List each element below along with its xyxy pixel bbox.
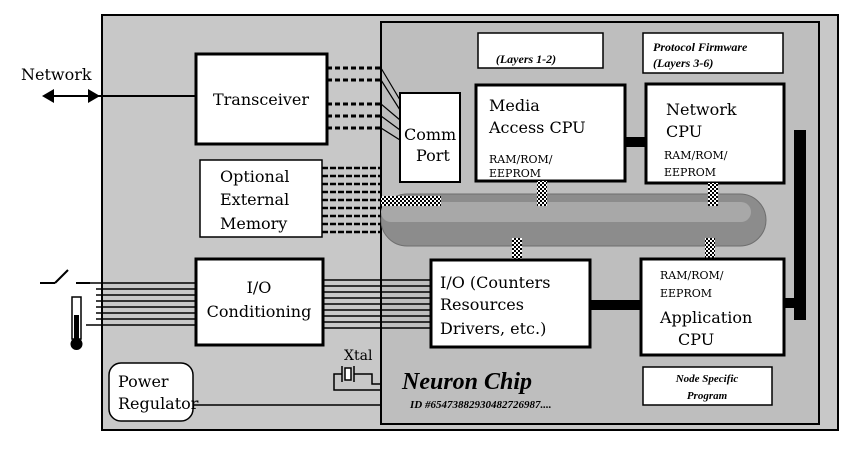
thermometer-icon — [70, 296, 83, 350]
application-cpu-label-line1: Application — [659, 308, 752, 327]
io-bus-connector — [512, 238, 522, 260]
media-access-cpu-label-line1: Media — [489, 96, 540, 115]
media-access-cpu-label-line2: Access CPU — [488, 118, 586, 137]
switch-icon — [40, 269, 90, 284]
memory-bus-entry — [381, 196, 441, 206]
layers-1-2-box — [477, 32, 604, 69]
io-conditioning-label-line2: Conditioning — [207, 302, 312, 321]
transceiver-label: Transceiver — [213, 90, 309, 109]
network-cpu-label-line1: Network — [666, 100, 737, 119]
protocol-firmware-label-line1: Protocol Firmware — [653, 40, 748, 54]
protocol-firmware-label-line2: (Layers 3-6) — [653, 56, 713, 70]
optional-memory-label-line3: Memory — [220, 214, 287, 233]
comm-fan-lines — [380, 67, 401, 141]
neuron-chip-label: Neuron Chip — [401, 369, 532, 395]
io-app-link — [590, 300, 642, 310]
media-bus-connector — [537, 181, 547, 206]
application-cpu-label-line2: CPU — [678, 330, 714, 349]
io-lines — [323, 279, 431, 329]
layers-1-2-label: (Layers 1-2) — [496, 52, 556, 66]
node-program-box — [642, 366, 773, 406]
optional-memory-box — [199, 159, 323, 238]
app-bus-connector — [705, 238, 715, 260]
network-cpu-box — [644, 82, 786, 185]
network-arrow-left — [42, 89, 54, 103]
media-access-cpu-box — [474, 83, 627, 183]
network-cpu-mem-line1: RAM/ROM/ — [664, 149, 728, 162]
xtal-label: Xtal — [344, 348, 373, 364]
io-resources-label-line1: I/O (Counters — [440, 273, 550, 292]
internal-bus-highlight — [381, 202, 751, 222]
transceiver-comm-lines — [327, 66, 381, 130]
app-bus-bar — [794, 130, 806, 320]
app-bar-link — [782, 298, 796, 308]
network-cpu-mem-line2: EEPROM — [664, 166, 716, 179]
protocol-firmware-box — [642, 32, 784, 74]
app-cpu-mem-line2: EEPROM — [660, 287, 712, 300]
media-access-mem-line1: RAM/ROM/ — [489, 153, 553, 166]
network-arrow-right — [88, 89, 100, 103]
io-resources-label-line2: Resources — [440, 295, 524, 314]
chip-id-label: ID #65473882930482726987.... — [409, 399, 551, 411]
power-regulator-box — [108, 362, 194, 422]
optional-memory-label-line1: Optional — [220, 167, 290, 186]
network-cpu-label-line2: CPU — [666, 122, 702, 141]
node-program-label-line2: Program — [687, 390, 728, 402]
io-resources-box — [429, 258, 592, 349]
comm-port-label-line1: Comm — [404, 125, 456, 144]
sensor-lines — [86, 282, 196, 326]
comm-port-box — [399, 92, 461, 183]
comm-port-label-line2: Port — [416, 146, 450, 165]
application-cpu-box — [639, 257, 786, 357]
network-bus-connector — [708, 183, 718, 206]
io-conditioning-label-line1: I/O — [247, 278, 272, 297]
memory-bus-lines — [322, 166, 381, 234]
network-label: Network — [21, 65, 92, 84]
power-regulator-label-line2: Regulator — [118, 394, 199, 413]
app-cpu-mem-line1: RAM/ROM/ — [660, 269, 724, 282]
xtal-wires — [333, 373, 381, 391]
transceiver-box — [194, 52, 329, 146]
media-network-link — [625, 137, 646, 147]
node-program-label-line1: Node Specific — [675, 373, 739, 385]
power-regulator-label-line1: Power — [118, 372, 169, 391]
io-conditioning-box — [194, 257, 325, 347]
media-access-mem-line2: EEPROM — [489, 167, 541, 180]
io-resources-label-line3: Drivers, etc.) — [440, 319, 546, 338]
optional-memory-label-line2: External — [220, 190, 289, 209]
